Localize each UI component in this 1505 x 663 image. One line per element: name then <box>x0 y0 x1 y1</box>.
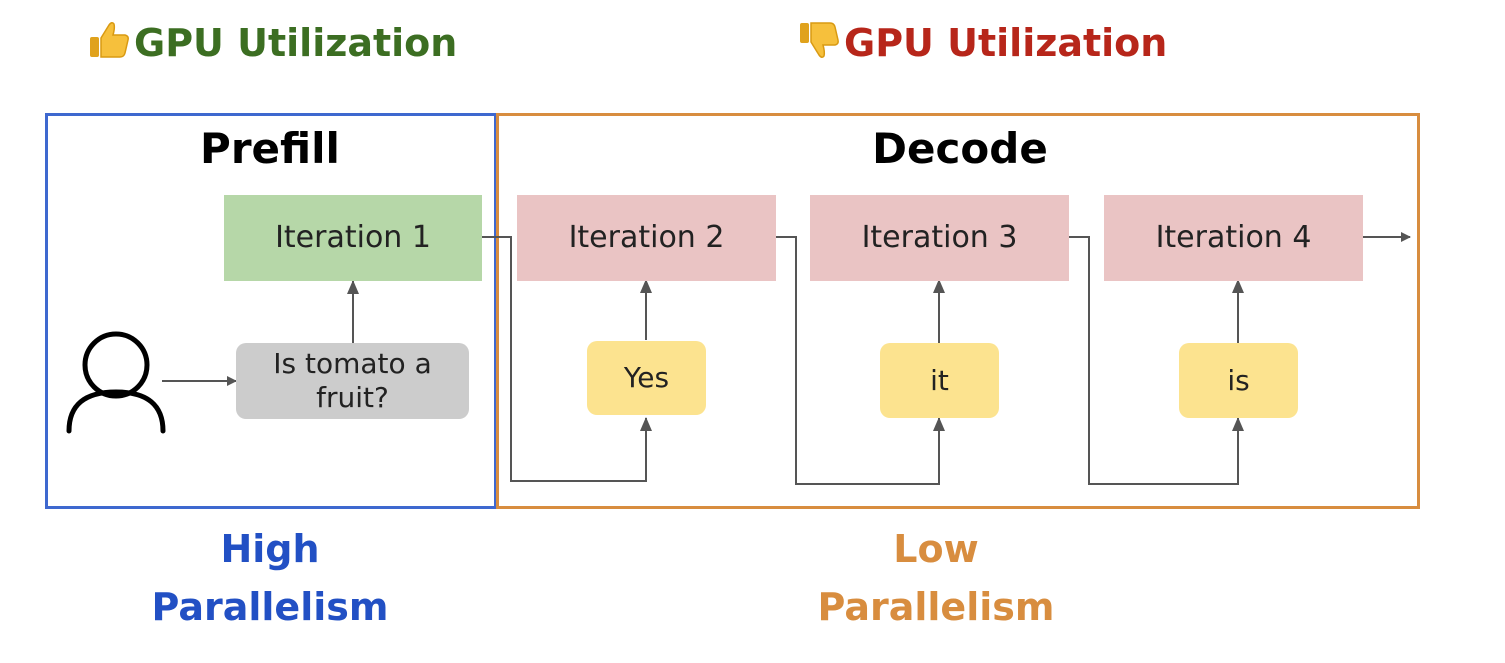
prefill-title: Prefill <box>200 124 340 173</box>
iter3-output-wire <box>1069 236 1244 485</box>
iteration-3-box: Iteration 3 <box>810 195 1069 281</box>
prompt-box: Is tomato a fruit? <box>236 343 469 419</box>
iteration-2-box: Iteration 2 <box>517 195 776 281</box>
thumbs-up-icon <box>88 20 130 60</box>
footer-right-line-2: Parallelism <box>817 585 1055 629</box>
prompt-line-2: fruit? <box>316 381 389 414</box>
iteration-1-box: Iteration 1 <box>224 195 482 281</box>
heading-right-text: GPU Utilization <box>844 21 1168 65</box>
user-icon <box>66 331 166 434</box>
token-yes: Yes <box>587 341 706 415</box>
token-it: it <box>880 343 999 418</box>
footer-left-line-2: Parallelism <box>151 585 389 629</box>
footer-right-line-1: Low <box>893 527 979 571</box>
heading-high-utilization: GPU Utilization <box>88 20 457 65</box>
footer-high-parallelism: High Parallelism <box>110 520 430 636</box>
iteration-4-box: Iteration 4 <box>1104 195 1363 281</box>
decode-frame <box>496 113 1420 509</box>
footer-low-parallelism: Low Parallelism <box>776 520 1096 636</box>
footer-left-line-1: High <box>220 527 320 571</box>
iter1-output-wire <box>482 236 652 482</box>
heading-left-text: GPU Utilization <box>134 21 458 65</box>
heading-low-utilization: GPU Utilization <box>798 20 1167 65</box>
thumbs-down-icon <box>798 20 840 60</box>
iter2-output-wire <box>776 236 945 485</box>
token-is: is <box>1179 343 1298 418</box>
decode-title: Decode <box>872 124 1048 173</box>
prefill-frame <box>45 113 497 509</box>
prompt-line-1: Is tomato a <box>273 347 432 381</box>
